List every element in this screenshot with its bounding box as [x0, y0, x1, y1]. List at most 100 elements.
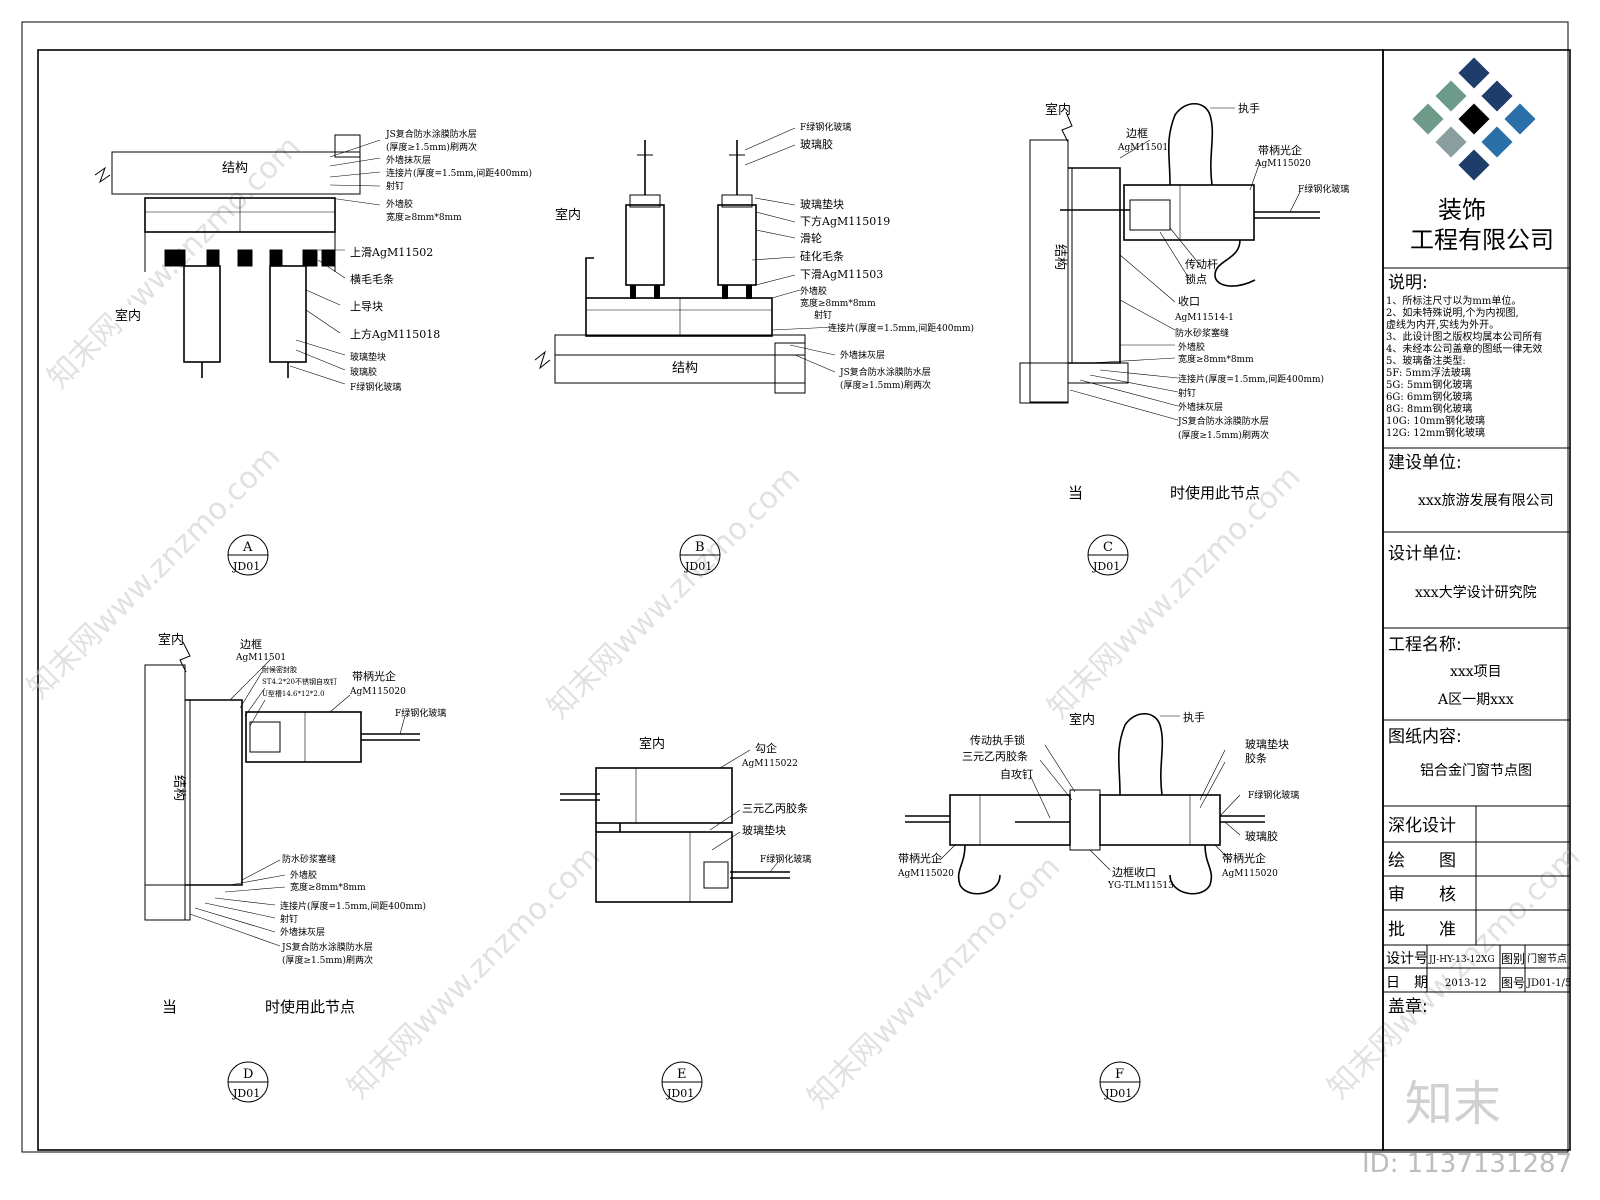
detail-sheet: JD01	[1092, 560, 1120, 573]
callout: F绿钢化玻璃	[350, 381, 401, 393]
client-value: xxx旅游发展有限公司	[1418, 493, 1554, 509]
callout: JS复合防水涂膜防水层	[281, 941, 373, 953]
client-label: 建设单位:	[1388, 453, 1462, 473]
callout: F绿钢化玻璃	[395, 707, 446, 719]
detail-sheet: JD01	[232, 1087, 260, 1100]
note-line: 5F: 5mm浮法玻璃	[1386, 366, 1471, 379]
usage-note-prefix: 当	[162, 998, 177, 1016]
company-name-line2: 工程有限公司	[1410, 226, 1554, 254]
callout: AgM115020	[897, 869, 954, 879]
role-deepening-design: 深化设计	[1388, 816, 1456, 836]
zone-label-indoor: 室内	[1045, 102, 1071, 118]
callout: F绿钢化玻璃	[800, 121, 851, 133]
detail-sheet: JD01	[232, 560, 260, 573]
callout: 宽度≥8mm*8mm	[386, 211, 462, 223]
callout: F绿钢化玻璃	[760, 853, 811, 865]
callout: 防水砂浆塞缝	[282, 853, 336, 865]
note-line: 3、此设计图之版权均属本公司所有	[1386, 330, 1542, 343]
callout: AgM115022	[741, 759, 798, 769]
note-line: 虚线为内开,实线为外开。	[1386, 318, 1499, 331]
callout: 射钉	[814, 309, 832, 321]
detail-id: B	[695, 540, 705, 555]
callout: YG-TLM11513	[1107, 881, 1174, 891]
project-label: 工程名称:	[1388, 635, 1462, 655]
zone-label-indoor: 室内	[158, 632, 184, 648]
callout: 传动杆	[1185, 257, 1218, 271]
callout: 勾企	[755, 741, 777, 755]
callout: 外墙胶	[290, 869, 317, 881]
detail-c: 结构 室内 执手 边框 AgM11501 带柄光企 AgM115020 F绿钢化…	[1019, 100, 1349, 576]
zone-label-indoor: 室内	[639, 736, 665, 752]
callout: 射钉	[1178, 387, 1196, 399]
callout: 自攻钉	[1000, 767, 1033, 781]
drawing-no-value: JD01-1/5	[1526, 978, 1571, 989]
callout: JS复合防水涂膜防水层	[385, 128, 477, 140]
callout: 连接片(厚度=1.5mm,间距400mm)	[1178, 373, 1324, 385]
callout: 防水砂浆塞缝	[1175, 327, 1229, 339]
callout: 执手	[1183, 710, 1205, 724]
callout: AgM11501	[235, 653, 286, 663]
usage-note-suffix: 时使用此节点	[1170, 484, 1260, 502]
callout: 胶条	[1245, 751, 1267, 765]
date-label: 日 期	[1386, 975, 1428, 991]
detail-sheet: JD01	[684, 560, 712, 573]
zone-label-indoor: 室内	[115, 308, 141, 324]
note-line: 4、未经本公司盖章的图纸一律无效	[1386, 342, 1542, 355]
callout: 连接片(厚度=1.5mm,间距400mm)	[828, 322, 974, 334]
role-drawn-by: 绘 图	[1388, 851, 1456, 871]
callout: JS复合防水涂膜防水层	[1177, 415, 1269, 427]
callout: 玻璃胶	[800, 137, 833, 151]
callout: 射钉	[386, 180, 404, 192]
notes-title: 说明:	[1388, 273, 1428, 293]
detail-f: 室内 执手 传动执手锁 三元乙丙胶条 自攻钉 玻璃垫块 胶条 F绿钢化玻璃 玻璃…	[897, 710, 1299, 1103]
callout: AgM115020	[349, 687, 406, 697]
zone-label-indoor: 室内	[1069, 712, 1095, 728]
callout: 上滑AgM11502	[350, 246, 433, 259]
callout: 边框	[240, 638, 262, 651]
callout: 外墙抹灰层	[386, 154, 431, 166]
callout: 耐候密封胶	[262, 665, 297, 674]
designer-label: 设计单位:	[1388, 544, 1462, 564]
callout: 外墙胶	[1178, 341, 1205, 353]
zone-label-structure: 结构	[1052, 244, 1067, 270]
role-approved-by: 批 准	[1388, 920, 1456, 940]
usage-note-suffix: 时使用此节点	[265, 998, 355, 1016]
content-label: 图纸内容:	[1388, 727, 1462, 747]
callout: 玻璃胶	[1245, 829, 1278, 843]
detail-a: 结构 室内 JS复合防水涂膜防水层 (厚度≥1.5mm)刷两次 外墙抹灰层 连接…	[94, 128, 532, 576]
callout: 外墙抹灰层	[840, 349, 885, 361]
date-value: 2013-12	[1445, 978, 1487, 989]
callout: 宽度≥8mm*8mm	[800, 297, 876, 309]
watermark-text: 知末网www.znzmo.com	[801, 849, 1067, 1115]
zone-label-structure: 结构	[222, 161, 248, 176]
watermark-logo: 知末	[1405, 1076, 1501, 1132]
callout: (厚度≥1.5mm)刷两次	[386, 141, 477, 153]
content-value: 铝合金门窗节点图	[1420, 762, 1532, 779]
detail-e: 室内 勾企 AgM115022 三元乙丙胶条 玻璃垫块 F绿钢化玻璃 E JD0…	[560, 734, 811, 1103]
callout: (厚度≥1.5mm)刷两次	[840, 379, 931, 391]
callout: 连接片(厚度=1.5mm,间距400mm)	[280, 900, 426, 912]
callout: (厚度≥1.5mm)刷两次	[1178, 429, 1269, 441]
detail-sheet: JD01	[1104, 1087, 1132, 1100]
callout: AgM115020	[1221, 869, 1278, 879]
callout: 玻璃垫块	[350, 351, 386, 363]
detail-b: 结构 室内 F绿钢化玻璃 玻璃胶 玻璃垫块 下方AgM115019 滑轮 硅化毛…	[534, 121, 974, 576]
zone-label-structure: 结构	[672, 361, 698, 376]
callout: (厚度≥1.5mm)刷两次	[282, 954, 373, 966]
callout: 宽度≥8mm*8mm	[1178, 353, 1254, 365]
detail-id: D	[243, 1067, 253, 1082]
callout: 连接片(厚度=1.5mm,间距400mm)	[386, 167, 532, 179]
callout: 宽度≥8mm*8mm	[290, 881, 366, 893]
note-line: 10G: 10mm钢化玻璃	[1386, 414, 1485, 427]
watermark-text: 知末网www.znzmo.com	[341, 839, 607, 1105]
callout: AgM11514-1	[1174, 313, 1234, 323]
callout: 收口	[1178, 294, 1200, 308]
callout: 滑轮	[800, 231, 822, 245]
stamp-label: 盖章:	[1388, 997, 1428, 1017]
detail-id: E	[677, 1067, 687, 1082]
detail-id: A	[242, 540, 253, 555]
callout: 带柄光企	[1222, 851, 1266, 865]
category-label: 图别	[1501, 952, 1525, 966]
detail-sheet: JD01	[666, 1087, 694, 1100]
